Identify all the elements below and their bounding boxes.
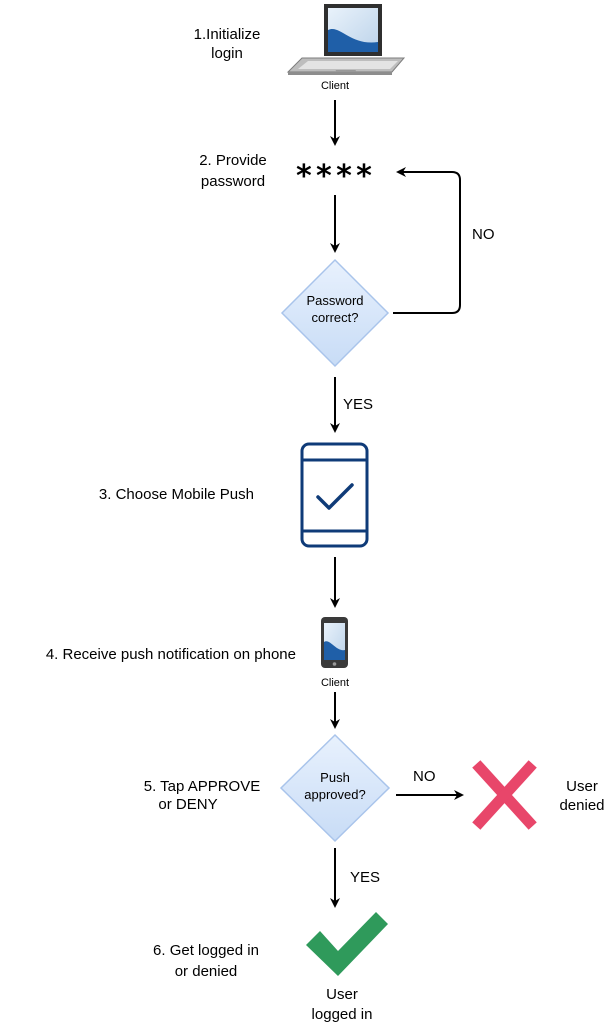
smartphone-icon	[321, 617, 348, 668]
step1-label-line2: login	[211, 45, 243, 62]
step5-label-line2: or DENY	[158, 796, 217, 813]
step4-label: 4. Receive push notification on phone	[46, 646, 296, 663]
denied-label-line1: User	[566, 778, 598, 795]
step2-label-line1: 2. Provide	[199, 152, 267, 169]
password-no-label: NO	[472, 226, 495, 243]
password-decision-line1: Password	[306, 293, 363, 308]
mobile-check-icon	[300, 442, 369, 548]
arrow-password-no-loop	[393, 167, 461, 314]
password-decision-line2: correct?	[312, 310, 359, 325]
push-yes-label: YES	[350, 869, 380, 886]
phone-caption: Client	[321, 677, 349, 689]
step3-label: 3. Choose Mobile Push	[99, 486, 254, 503]
denied-label-line2: denied	[559, 797, 604, 814]
red-x-icon	[472, 760, 537, 830]
green-check-icon	[306, 912, 388, 976]
push-no-label: NO	[413, 768, 436, 785]
step6-label-line2: or denied	[175, 963, 238, 980]
password-yes-label: YES	[343, 396, 373, 413]
approved-label-line2: logged in	[312, 1006, 373, 1023]
step5-label-line1: 5. Tap APPROVE	[144, 778, 260, 795]
push-decision-line1: Push	[320, 770, 350, 785]
laptop-icon	[286, 4, 406, 75]
push-decision-diamond	[279, 733, 391, 843]
step1-label-line1: 1.Initialize	[194, 26, 261, 43]
step6-label-line1: 6. Get logged in	[153, 942, 259, 959]
approved-label-line1: User	[326, 986, 358, 1003]
push-decision-line2: approved?	[304, 787, 365, 802]
password-decision-diamond	[280, 258, 390, 368]
laptop-caption: Client	[321, 80, 349, 92]
step2-label-line2: password	[201, 173, 265, 190]
password-asterisks-icon: ****	[295, 159, 375, 194]
